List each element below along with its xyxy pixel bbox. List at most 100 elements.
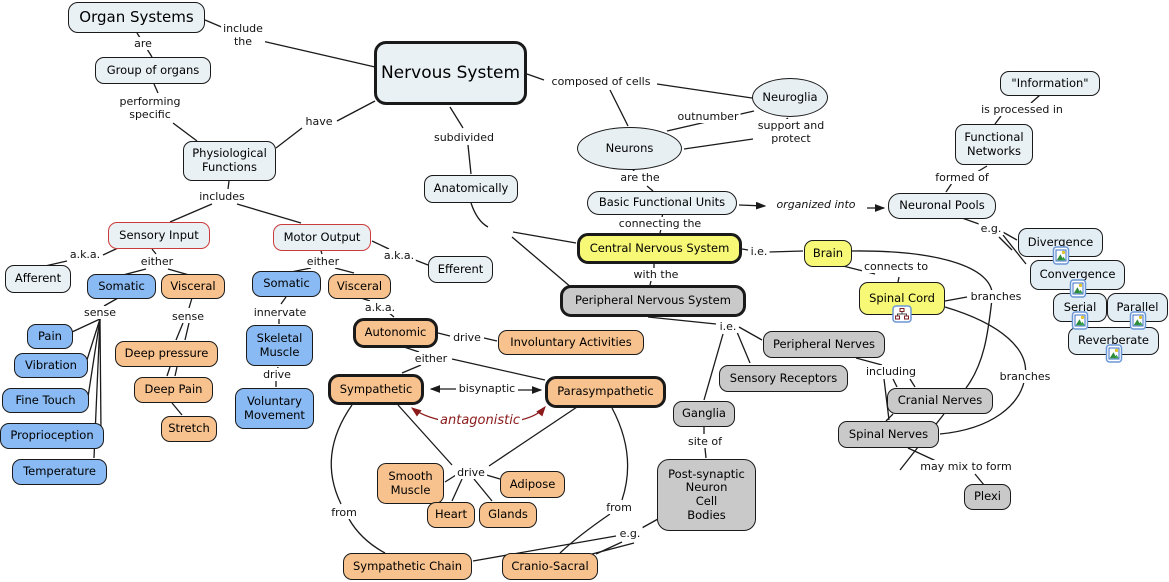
sensory-input-node[interactable]: Sensory Input bbox=[108, 222, 210, 249]
parasympathetic-node[interactable]: Parasympathetic bbox=[545, 376, 666, 408]
reverberate-label: Reverberate bbox=[1078, 333, 1149, 348]
serial-node[interactable]: Serial bbox=[1053, 293, 1107, 330]
physiological-functions-node[interactable]: Physiological Functions bbox=[183, 141, 276, 181]
edge bbox=[945, 182, 953, 193]
edge bbox=[647, 316, 717, 325]
image-resource-icon[interactable] bbox=[1071, 311, 1089, 330]
neuronal-pools-node[interactable]: Neuronal Pools bbox=[888, 193, 996, 219]
heart-node[interactable]: Heart bbox=[427, 502, 475, 528]
edge bbox=[611, 407, 629, 501]
vibration-label: Vibration bbox=[25, 357, 77, 372]
edge bbox=[559, 513, 611, 554]
peripheral-nervous-system-node[interactable]: Peripheral Nervous System bbox=[560, 285, 746, 317]
anatomically-node[interactable]: Anatomically bbox=[424, 175, 518, 203]
link-label: is processed in bbox=[979, 103, 1065, 117]
post-synaptic-neuron-cell-bodies-node[interactable]: Post-synaptic Neuron Cell Bodies bbox=[657, 459, 756, 531]
divergence-node[interactable]: Divergence bbox=[1018, 228, 1103, 265]
link-label: including bbox=[863, 365, 919, 379]
organ-systems-node[interactable]: Organ Systems bbox=[68, 2, 205, 33]
sympathetic-chain-node[interactable]: Sympathetic Chain bbox=[343, 553, 472, 580]
pain-node[interactable]: Pain bbox=[27, 324, 73, 349]
edge bbox=[1000, 230, 1018, 241]
basic-functional-units-node[interactable]: Basic Functional Units bbox=[587, 191, 737, 215]
deep-pain-node[interactable]: Deep Pain bbox=[134, 377, 213, 403]
physiological-functions-label: Physiological Functions bbox=[192, 146, 267, 174]
peripheral-nerves-node[interactable]: Peripheral Nerves bbox=[763, 331, 885, 358]
edge bbox=[151, 248, 157, 255]
neuroglia-node[interactable]: Neuroglia bbox=[752, 78, 828, 117]
link-label: subdivided bbox=[431, 131, 497, 145]
link-label: either bbox=[412, 352, 450, 366]
motor-output-node[interactable]: Motor Output bbox=[273, 224, 371, 251]
somatic-motor-node[interactable]: Somatic bbox=[252, 271, 321, 297]
edge bbox=[994, 115, 1002, 125]
link-label: may mix to form bbox=[918, 460, 1014, 474]
link-label: innervate bbox=[251, 306, 309, 320]
smooth-muscle-node[interactable]: Smooth Muscle bbox=[377, 463, 444, 504]
edge bbox=[334, 267, 355, 274]
plexi-node[interactable]: Plexi bbox=[964, 484, 1011, 510]
link-label: drive bbox=[261, 368, 293, 382]
image-resource-icon[interactable] bbox=[1105, 344, 1122, 363]
fine-touch-node[interactable]: Fine Touch bbox=[2, 388, 89, 413]
nervous-system-node[interactable]: Nervous System bbox=[374, 41, 527, 105]
vibration-node[interactable]: Vibration bbox=[14, 353, 88, 378]
brain-node[interactable]: Brain bbox=[804, 240, 852, 267]
reverberate-node[interactable]: Reverberate bbox=[1068, 327, 1159, 363]
cranio-sacral-node[interactable]: Cranio-Sacral bbox=[502, 553, 598, 580]
edge bbox=[883, 378, 890, 421]
edge bbox=[188, 297, 193, 309]
edge bbox=[704, 447, 707, 459]
plexi-label: Plexi bbox=[973, 489, 1001, 504]
adipose-node[interactable]: Adipose bbox=[500, 471, 565, 498]
functional-networks-node[interactable]: Functional Networks bbox=[955, 124, 1033, 165]
neurons-node[interactable]: Neurons bbox=[577, 127, 682, 170]
edge bbox=[280, 296, 287, 305]
visceral-sensory-node[interactable]: Visceral bbox=[161, 274, 225, 299]
ganglia-node[interactable]: Ganglia bbox=[673, 401, 735, 427]
temperature-node[interactable]: Temperature bbox=[12, 459, 107, 485]
efferent-node[interactable]: Efferent bbox=[428, 256, 493, 283]
sympathetic-node[interactable]: Sympathetic bbox=[328, 374, 424, 405]
image-resource-icon[interactable] bbox=[1052, 246, 1069, 265]
glands-node[interactable]: Glands bbox=[479, 502, 537, 528]
autonomic-node[interactable]: Autonomic bbox=[353, 318, 438, 348]
neuroglia-label: Neuroglia bbox=[762, 89, 818, 104]
deep-pressure-node[interactable]: Deep pressure bbox=[115, 341, 218, 367]
edge bbox=[703, 333, 724, 401]
link-label: are the bbox=[618, 171, 662, 185]
proprioception-node[interactable]: Proprioception bbox=[0, 423, 104, 449]
edge bbox=[336, 100, 376, 122]
skeletal-muscle-node[interactable]: Skeletal Muscle bbox=[246, 325, 313, 366]
visceral-motor-node[interactable]: Visceral bbox=[328, 274, 391, 299]
edge bbox=[768, 250, 804, 253]
edge bbox=[371, 240, 390, 250]
edge bbox=[526, 73, 545, 81]
parallel-node[interactable]: Parallel bbox=[1107, 293, 1168, 330]
stretch-node[interactable]: Stretch bbox=[161, 416, 217, 442]
edge bbox=[85, 318, 101, 364]
central-nervous-system-node[interactable]: Central Nervous System bbox=[577, 233, 742, 264]
visceral-motor-label: Visceral bbox=[336, 278, 383, 293]
involuntary-activities-node[interactable]: Involuntary Activities bbox=[498, 330, 644, 355]
edge bbox=[974, 473, 985, 486]
image-resource-icon[interactable] bbox=[1069, 279, 1086, 298]
information-node[interactable]: "Information" bbox=[1000, 71, 1100, 96]
group-of-organs-node[interactable]: Group of organs bbox=[95, 57, 211, 84]
link-label: a.k.a. bbox=[67, 248, 103, 262]
spinal-nerves-node[interactable]: Spinal Nerves bbox=[838, 421, 939, 448]
somatic-sensory-node[interactable]: Somatic bbox=[87, 274, 156, 299]
edge bbox=[738, 201, 767, 210]
sensory-receptors-node[interactable]: Sensory Receptors bbox=[719, 365, 848, 392]
voluntary-movement-node[interactable]: Voluntary Movement bbox=[235, 388, 314, 429]
spinal-cord-node[interactable]: Spinal Cord bbox=[859, 282, 945, 323]
cranial-nerves-node[interactable]: Cranial Nerves bbox=[887, 388, 993, 414]
concept-map-resource-icon[interactable] bbox=[892, 305, 912, 323]
convergence-node[interactable]: Convergence bbox=[1030, 260, 1125, 298]
edge bbox=[892, 378, 898, 388]
cranial-nerves-label: Cranial Nerves bbox=[897, 393, 983, 408]
image-resource-icon[interactable] bbox=[1129, 311, 1146, 330]
afferent-node[interactable]: Afferent bbox=[5, 265, 71, 293]
central-nervous-system-label: Central Nervous System bbox=[589, 240, 730, 255]
link-label: connecting the bbox=[616, 217, 704, 231]
